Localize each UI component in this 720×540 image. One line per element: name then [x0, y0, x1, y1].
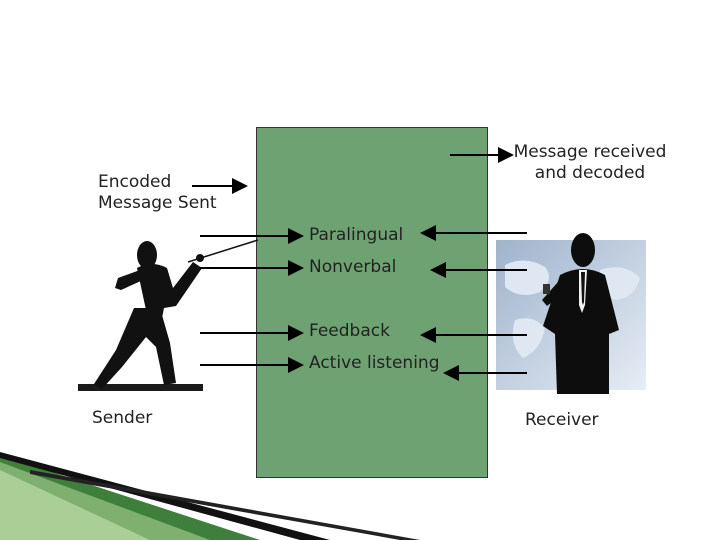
businessman-icon — [542, 233, 619, 394]
channel-item-nonverbal: Nonverbal — [309, 257, 397, 277]
channel-item-active-listening: Active listening — [309, 353, 440, 373]
channel-box — [256, 127, 488, 478]
message-received-label: Message received and decoded — [505, 142, 675, 184]
received-line-1: Message received — [513, 142, 667, 162]
channel-item-feedback: Feedback — [309, 321, 390, 341]
received-line-2: and decoded — [534, 163, 646, 183]
channel-item-paralingual: Paralingual — [309, 225, 404, 245]
fencer-icon — [78, 239, 259, 391]
encoded-message-label: Encoded Message Sent — [98, 172, 217, 213]
sender-label: Sender — [92, 408, 153, 428]
receiver-label: Receiver — [525, 410, 599, 430]
